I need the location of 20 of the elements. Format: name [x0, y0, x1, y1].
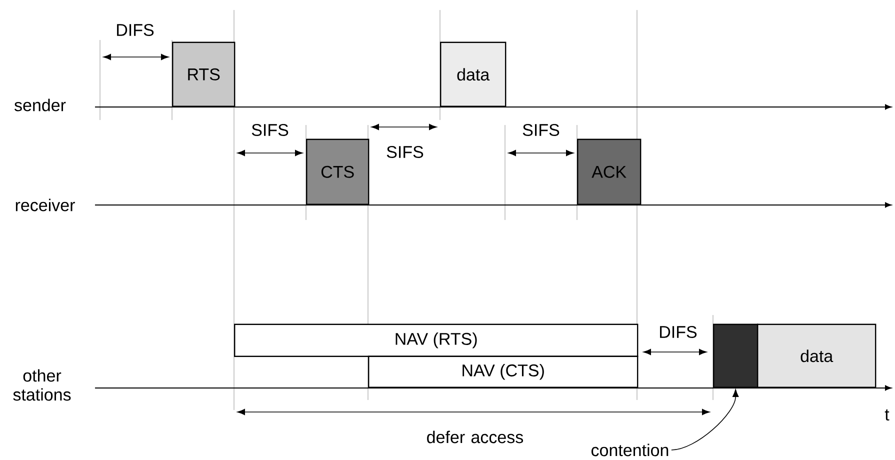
- dimension-label: DIFS: [660, 326, 697, 338]
- nav-bar: NAV (CTS): [368, 356, 638, 388]
- frame-box: ACK: [577, 138, 642, 205]
- axis-label: other stations: [13, 369, 71, 401]
- frame-box: data: [440, 42, 506, 107]
- dimension-label: SIFS: [252, 124, 288, 136]
- dimension-label: DIFS: [117, 24, 154, 36]
- dimension-label: SIFS: [386, 146, 424, 158]
- axis-label: receiver: [16, 198, 75, 212]
- dimension-label: defer access: [427, 430, 524, 444]
- contention-label: contention: [592, 444, 668, 456]
- contention-box: [713, 324, 758, 388]
- nav-bar: NAV (RTS): [234, 324, 638, 357]
- frame-box: RTS: [172, 42, 236, 107]
- dimension-label: SIFS: [522, 124, 560, 136]
- axis-label: t: [884, 409, 890, 421]
- leader-line: [671, 389, 739, 450]
- frame-box: CTS: [306, 138, 370, 205]
- axis-label: sender: [14, 98, 66, 112]
- frame-box: data: [757, 324, 876, 388]
